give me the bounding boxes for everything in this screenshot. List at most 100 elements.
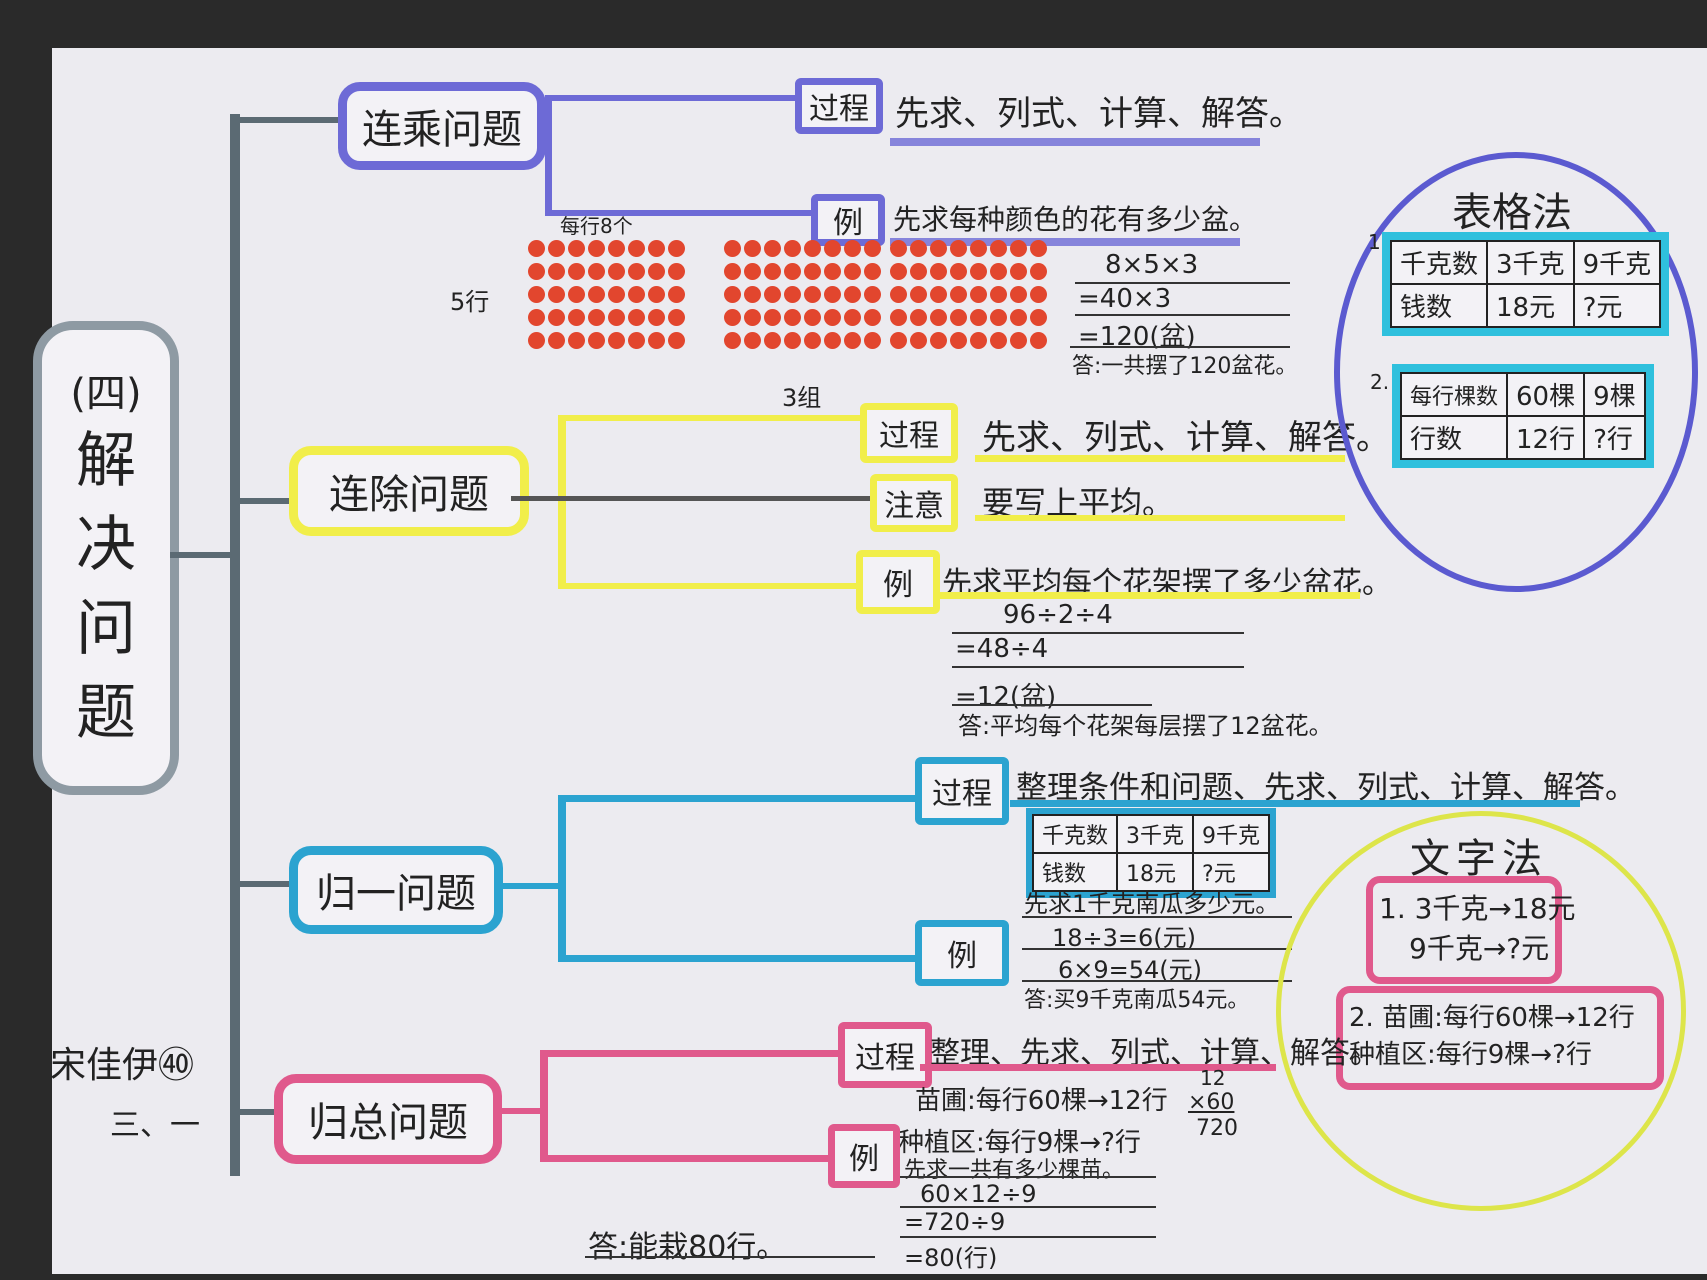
flower-dot [784, 332, 801, 349]
flower-dot [824, 263, 841, 280]
flower-dot [548, 240, 565, 257]
flower-dot [950, 332, 967, 349]
flower-dot [990, 332, 1007, 349]
rule [1022, 980, 1292, 982]
flower-dot [864, 286, 881, 303]
flower-dot [608, 263, 625, 280]
flower-dot [890, 309, 907, 326]
lianCheng-calc-2: =40×3 [1078, 284, 1172, 314]
flower-dot [568, 286, 585, 303]
flower-dot [588, 309, 605, 326]
flower-dot [528, 240, 545, 257]
flower-dot [628, 240, 645, 257]
flower-dot [528, 286, 545, 303]
flower-dot [844, 309, 861, 326]
guiZong-answer: 答:能栽80行。 [588, 1230, 787, 1265]
flower-dot [890, 286, 907, 303]
flower-dot [784, 240, 801, 257]
rule [952, 704, 1152, 706]
flower-dot [528, 332, 545, 349]
lianChu-calc-1: 96÷2÷4 [1003, 600, 1113, 630]
rule [952, 632, 1244, 634]
text-method-item-1-line-1: 1. 3千克→18元 [1379, 892, 1576, 925]
guiYi-process-tag: 过程 [915, 757, 1009, 825]
flower-dot [724, 263, 741, 280]
text-method-title: 文字法 [1410, 836, 1548, 882]
flower-dot [910, 332, 927, 349]
flower-dot [724, 240, 741, 257]
flower-dot [608, 240, 625, 257]
guiYi-calc-3: 6×9=54(元) [1058, 956, 1203, 984]
rule [952, 666, 1244, 668]
guiZong-branch-stub [500, 1108, 544, 1114]
flower-dot [1010, 309, 1027, 326]
flower-dot [628, 309, 645, 326]
flower-dot [588, 240, 605, 257]
stub-guizong [240, 1109, 276, 1115]
lianCheng-answer: 答:一共摆了120盆花。 [1072, 354, 1298, 379]
title-box: (四) 解决问题 [33, 321, 179, 795]
guiYi-answer: 答:买9千克南瓜54元。 [1024, 988, 1250, 1013]
guiZong-condition-2: 种植区:每行9棵→?行 [898, 1128, 1141, 1158]
flower-dot [824, 240, 841, 257]
text-method-circle [1276, 811, 1686, 1211]
flower-dot [648, 286, 665, 303]
lianCheng-process-underline [890, 138, 1260, 146]
title-main: 解决问题 [76, 426, 136, 748]
title-connector [170, 552, 236, 558]
author-class: 三、一 [110, 1108, 200, 1143]
lianChu-process: 先求、列式、计算、解答。 [982, 418, 1390, 458]
flower-dot [950, 286, 967, 303]
flower-dot [910, 286, 927, 303]
flower-dot [784, 309, 801, 326]
flower-dot [744, 309, 761, 326]
flower-dot [930, 286, 947, 303]
lianChu-example-underline [940, 592, 1360, 599]
lianCheng-label: 连乘问题 [362, 107, 522, 153]
lianCheng-calc-1: 8×5×3 [1105, 250, 1199, 280]
flower-dot [1030, 286, 1047, 303]
table-method-title: 表格法 [1452, 190, 1572, 236]
flower-dot [764, 309, 781, 326]
flower-dot [864, 240, 881, 257]
lianChu-branch [558, 415, 566, 589]
flower-dot [568, 240, 585, 257]
guiYi-branch-stub [502, 883, 562, 889]
text-method-item-2: 2. 苗圃:每行60棵→12行 种植区:每行9棵→?行 [1336, 986, 1664, 1090]
flower-dot [548, 263, 565, 280]
flower-dot [970, 286, 987, 303]
flower-dot [844, 286, 861, 303]
guiZong-vcalc-2: ×60 [1188, 1090, 1235, 1115]
flower-dot [864, 263, 881, 280]
flower-dot [648, 263, 665, 280]
author-name: 宋佳伊㊵ [50, 1045, 195, 1086]
lianCheng-process: 先求、列式、计算、解答。 [895, 94, 1303, 134]
flower-dot [1010, 332, 1027, 349]
flower-dot [844, 263, 861, 280]
flower-dot [764, 263, 781, 280]
spine-line [230, 114, 240, 1176]
rule [1075, 314, 1290, 316]
rule [1022, 948, 1292, 950]
flower-dot [1030, 263, 1047, 280]
guiZong-branch [540, 1050, 548, 1160]
text-method-item-1-line-2: 9千克→?元 [1409, 932, 1550, 965]
flower-dot [568, 332, 585, 349]
rule [1022, 916, 1292, 918]
flower-dot [588, 286, 605, 303]
flower-dot [804, 309, 821, 326]
flower-dot [804, 332, 821, 349]
guiZong-condition-3: 先求一共有多少棵苗。 [904, 1158, 1125, 1183]
stub-liancheng [240, 117, 340, 123]
text-method-item-2-line-2: 种植区:每行9棵→?行 [1349, 1040, 1592, 1070]
rule [900, 1176, 1156, 1178]
lianCheng-example-underline [890, 238, 1240, 246]
stub-lianchu [240, 498, 292, 504]
flower-dot [970, 332, 987, 349]
lianCheng-box: 连乘问题 [338, 82, 546, 170]
flower-dot [844, 332, 861, 349]
table-method-n2: 2. [1370, 370, 1390, 394]
table-method-circle [1334, 152, 1698, 592]
lianChu-example-tag: 例 [856, 550, 940, 614]
guiYi-calc-2: 18÷3=6(元) [1052, 924, 1197, 952]
